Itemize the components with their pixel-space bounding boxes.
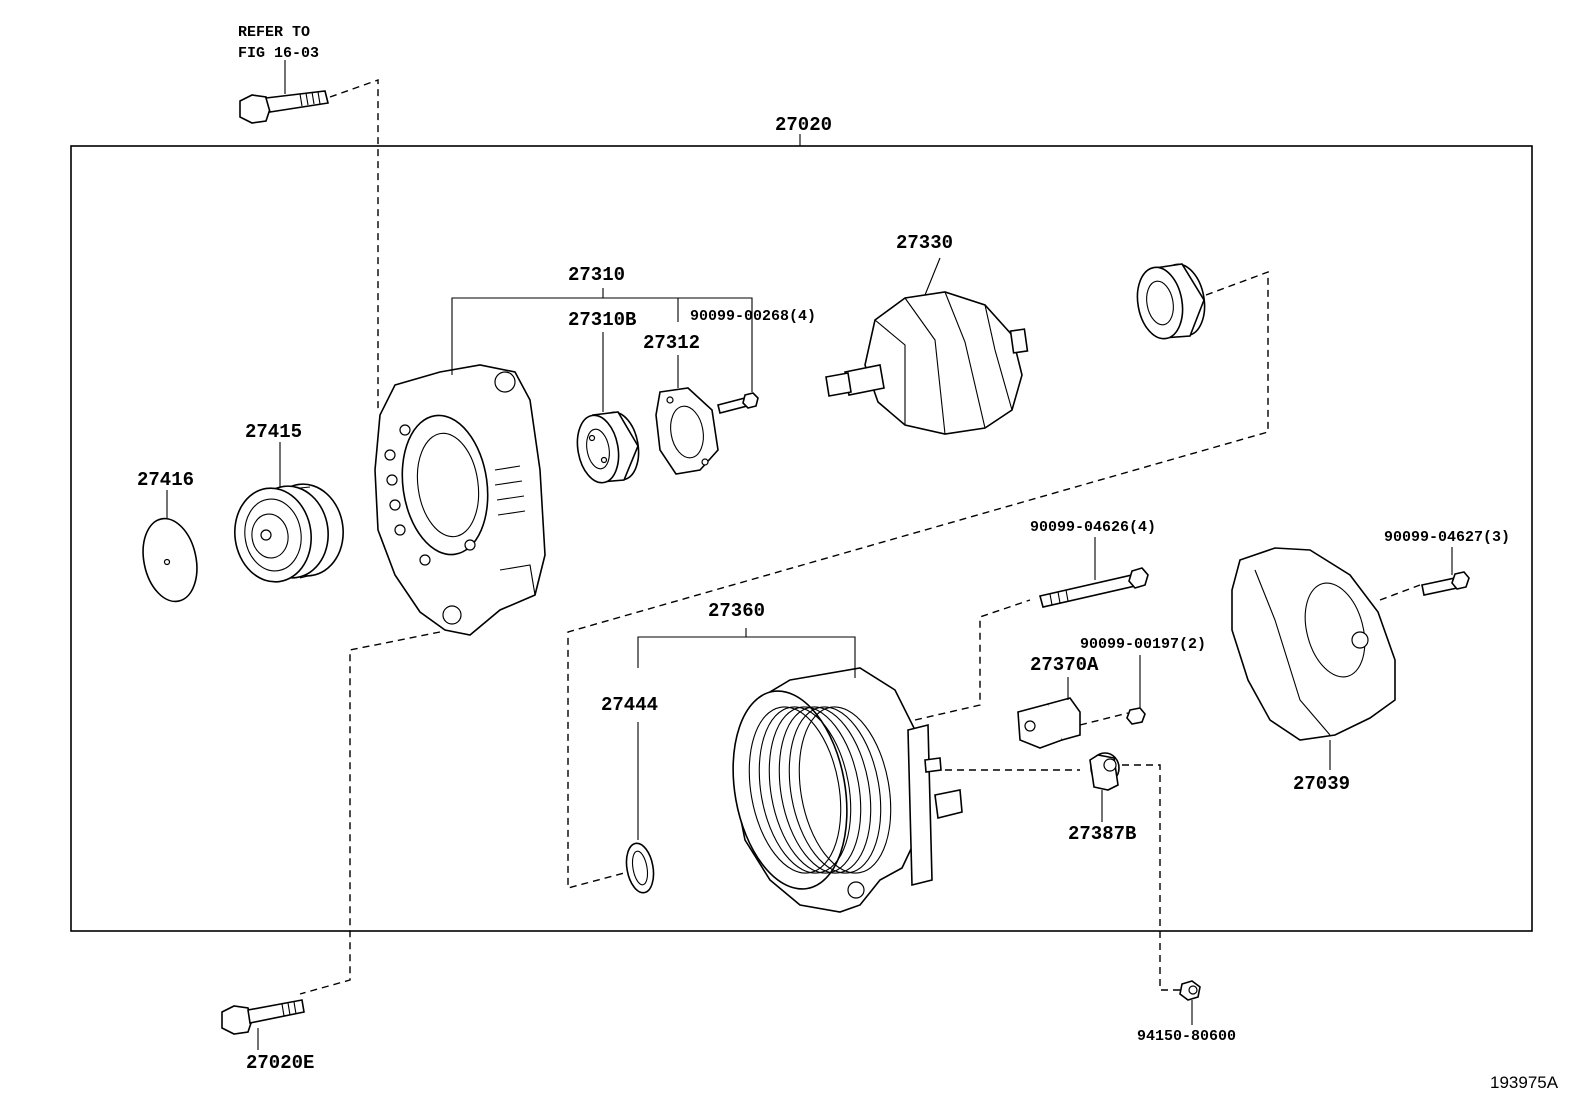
screw-90099-00197[interactable] — [1126, 707, 1146, 725]
figure-code: 193975A — [1490, 1073, 1559, 1092]
bolt-top-left[interactable] — [239, 90, 329, 124]
bolt-top-dash — [329, 79, 379, 412]
nut-94150-80600[interactable] — [1179, 980, 1201, 1001]
part-27310b-bearing[interactable] — [572, 409, 643, 486]
cover-bolt-dash — [1379, 584, 1421, 601]
label-27360: 27360 — [708, 600, 765, 622]
bolt-90099-04627[interactable] — [1421, 571, 1470, 596]
label-27039: 27039 — [1293, 773, 1350, 795]
frame-bottom-dash — [299, 631, 441, 995]
rear-bearing-dash — [567, 270, 1269, 889]
rear-bearing[interactable] — [1132, 261, 1210, 343]
label-90099-00197: 90099-00197(2) — [1080, 636, 1206, 653]
label-90099-00268: 90099-00268(4) — [690, 308, 816, 325]
part-27387b-insulator[interactable] — [1089, 752, 1120, 791]
stator-right-dash — [914, 599, 1031, 721]
label-27387b: 27387B — [1068, 823, 1136, 845]
part-27039-rear-cover[interactable] — [1231, 547, 1396, 741]
label-27370a: 27370A — [1030, 654, 1099, 676]
leader-27330 — [924, 257, 941, 296]
label-27312: 27312 — [643, 332, 700, 354]
label-27444: 27444 — [601, 694, 658, 716]
part-27444-ring[interactable] — [623, 841, 657, 895]
label-27416: 27416 — [137, 469, 194, 491]
drive-end-frame[interactable] — [374, 364, 546, 636]
label-94150-80600: 94150-80600 — [1137, 1028, 1236, 1045]
part-27360-rear-frame[interactable] — [718, 667, 963, 913]
label-27020: 27020 — [775, 114, 832, 136]
brush-screw-dash — [1079, 712, 1129, 726]
label-90099-04627: 90099-04627(3) — [1384, 529, 1510, 546]
label-27415: 27415 — [245, 421, 302, 443]
leader-27360-bracket — [637, 636, 856, 678]
leader-27310-bracket — [451, 297, 753, 392]
part-27330-rotor[interactable] — [825, 291, 1029, 435]
label-27020e: 27020E — [246, 1052, 314, 1074]
screw-90099-00268[interactable] — [717, 392, 759, 414]
part-27312-retainer-plate[interactable] — [655, 387, 719, 475]
part-27416-cover-cap[interactable] — [136, 514, 204, 607]
part-27370a-brush-holder[interactable] — [1017, 697, 1081, 749]
part-27415-pulley[interactable] — [229, 479, 349, 587]
refer-note-line1: REFER TO — [238, 24, 310, 41]
label-27310: 27310 — [568, 264, 625, 286]
label-90099-04626: 90099-04626(4) — [1030, 519, 1156, 536]
bolt-90099-04626[interactable] — [1039, 567, 1149, 608]
label-27310b: 27310B — [568, 309, 636, 331]
label-27330: 27330 — [896, 232, 953, 254]
refer-note-line2: FIG 16-03 — [238, 45, 319, 62]
insulator-nut-dash — [1122, 764, 1182, 991]
bolt-27020e[interactable] — [221, 999, 305, 1035]
assembly-box — [70, 145, 1533, 932]
